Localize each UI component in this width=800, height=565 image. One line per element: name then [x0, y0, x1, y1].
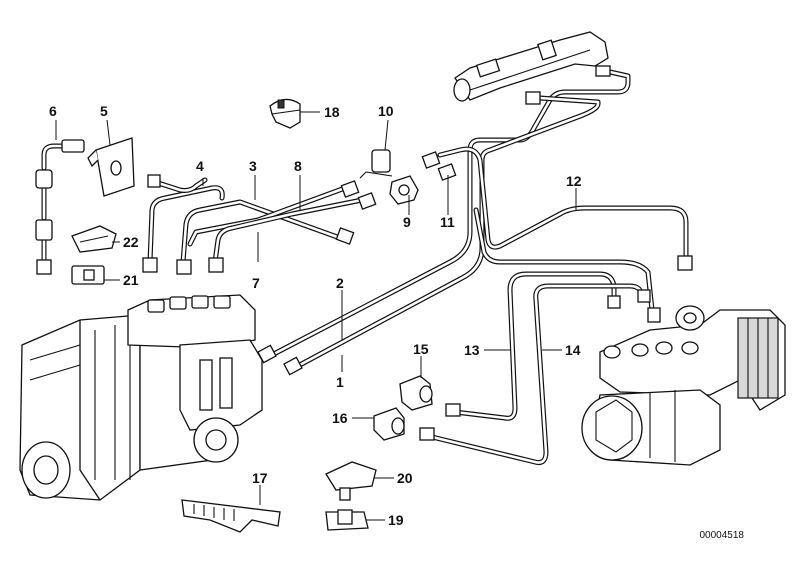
callout-14: 14	[565, 342, 581, 358]
callout-13: 13	[464, 342, 480, 358]
callout-4: 4	[196, 158, 204, 174]
callout-8: 8	[294, 158, 302, 174]
callout-18: 18	[324, 104, 340, 120]
callout-17: 17	[252, 470, 268, 486]
hydraulic-unit-right-part	[581, 305, 786, 466]
master-cylinder-part	[453, 31, 609, 102]
callout-22: 22	[123, 234, 139, 250]
pipe-fittings	[35, 65, 693, 441]
hydraulic-unit-left-part	[19, 294, 263, 501]
brake-pipes	[41, 69, 689, 465]
small-parts	[71, 98, 433, 533]
callout-2: 2	[336, 275, 344, 291]
callout-7: 7	[252, 275, 260, 291]
callout-12: 12	[566, 173, 582, 189]
callout-9: 9	[403, 214, 411, 230]
callout-20: 20	[397, 470, 413, 486]
callout-11: 11	[440, 214, 455, 230]
callout-15: 15	[413, 341, 429, 357]
leader-lines	[55, 111, 577, 521]
callout-1: 1	[336, 374, 344, 390]
callout-21: 21	[123, 272, 139, 288]
callout-5: 5	[100, 103, 108, 119]
callout-19: 19	[388, 512, 404, 528]
callout-6: 6	[49, 103, 57, 119]
callout-16: 16	[332, 410, 348, 426]
document-number: 00004518	[699, 530, 745, 541]
callout-10: 10	[378, 103, 394, 119]
callout-3: 3	[249, 158, 257, 174]
